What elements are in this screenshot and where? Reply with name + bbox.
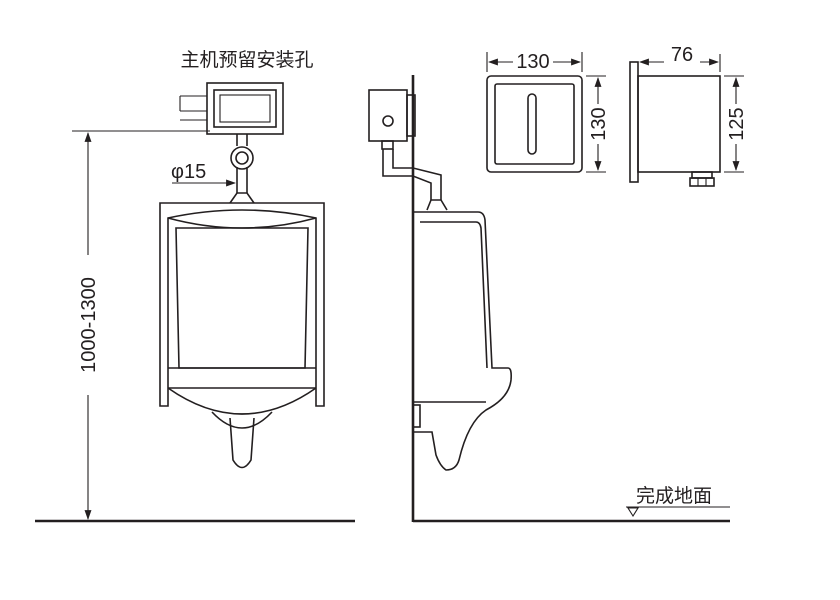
urinal-front-rim-curve: [167, 217, 317, 229]
pipe-connector-inner: [235, 151, 249, 165]
host-box: [206, 82, 284, 135]
front-height-label-mask: [586, 104, 610, 144]
front-height-label: 130: [588, 107, 610, 140]
side-view: 完成地面: [368, 75, 730, 523]
side-host-box-flange: [406, 94, 416, 137]
host-hole-label: 主机预留安装孔: [180, 49, 313, 71]
side-pipe-inner: [392, 149, 442, 200]
urinal-side-bracket: [412, 404, 421, 428]
depth-label-mask: [664, 44, 700, 64]
side-panel-plate: [629, 61, 639, 183]
panel-sensor-window: [527, 93, 537, 155]
side-host-fitting: [381, 140, 394, 150]
front-view: 1000-1300 主机预留安装孔 φ15: [35, 49, 355, 523]
height-label-mask: [74, 255, 102, 395]
urinal-front-base-inner: [211, 411, 273, 429]
width-label-mask: [513, 50, 553, 72]
floor-level-marker: [627, 507, 639, 518]
pipe-diameter-label: φ15: [171, 161, 206, 183]
urinal-front-rim: [159, 202, 325, 407]
urinal-side-outline: [413, 211, 512, 471]
panel-front-inner: [494, 83, 575, 165]
urinal-side: [412, 211, 512, 471]
side-pipe-outer: [382, 149, 432, 200]
side-panel-fitting-nut: [689, 177, 715, 187]
panel-front-outer: [486, 75, 583, 173]
side-panel-fitting-top: [691, 171, 713, 179]
urinal-front: [159, 202, 325, 469]
side-height-label: 125: [726, 107, 748, 140]
host-box-panel: [219, 94, 271, 123]
urinal-front-bowl: [175, 227, 309, 369]
side-height-label-mask: [724, 104, 748, 144]
front-width-label: 130: [516, 51, 549, 73]
urinal-side-inner: [420, 221, 488, 369]
side-spreader: [426, 199, 448, 211]
floor-label: 完成地面: [636, 485, 712, 507]
host-box-inner: [213, 89, 277, 128]
pipe-connector-outer: [230, 146, 254, 170]
urinal-front-trap: [229, 417, 255, 469]
side-depth-label: 76: [671, 44, 693, 66]
host-box-outer: [206, 82, 284, 135]
height-range-label: 1000-1300: [78, 277, 100, 373]
urinal-front-base: [167, 387, 317, 415]
spreader: [229, 192, 255, 204]
side-host-sensor: [382, 115, 394, 127]
side-panel-body: [637, 75, 721, 173]
panel-front-detail: 130 130: [486, 50, 610, 173]
panel-side-detail: 76 125: [629, 44, 748, 187]
